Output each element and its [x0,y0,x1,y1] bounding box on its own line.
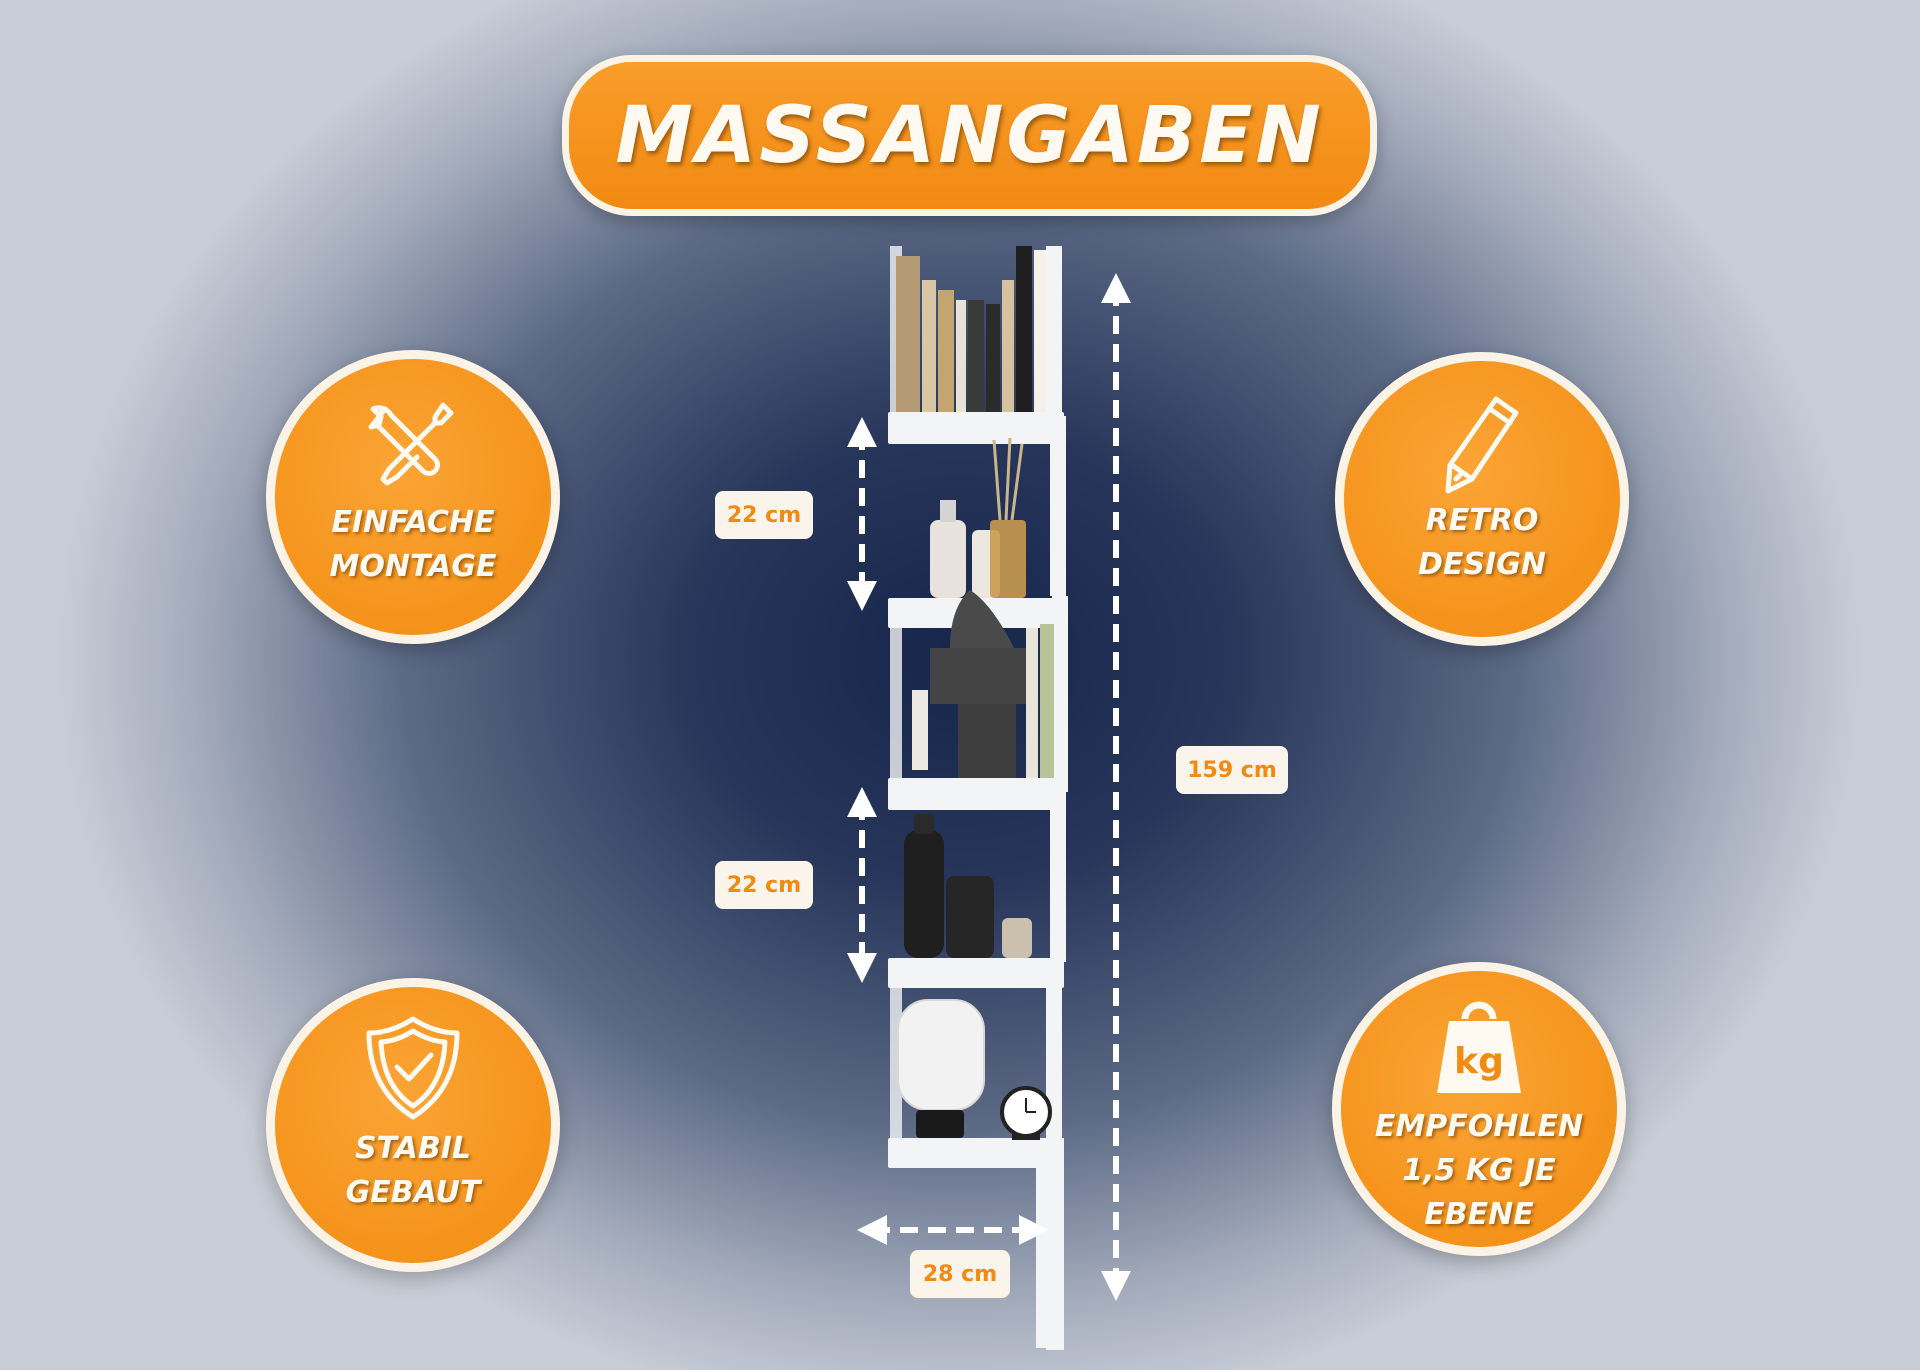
dim-gap-bottom-value: 22 cm [726,872,802,898]
decor-vases [904,814,1032,958]
badge-text-line: DESIGN [1418,547,1546,582]
decor-lamp [912,590,1054,778]
badge-text-line: EBENE [1424,1197,1534,1232]
shelf-board [888,412,1064,444]
dim-label-gap-top: 22 cm [715,491,813,539]
title-banner: MASSANGABEN [562,55,1377,216]
decor-bottles [930,437,1026,598]
weight-icon: kg [1437,1001,1521,1093]
dim-depth-value: 28 cm [922,1261,998,1287]
dim-label-total-height: 159 cm [1176,746,1288,794]
shelf-board [888,958,1064,988]
shelf-board [888,778,1064,810]
badge-text-line: STABIL [354,1131,472,1166]
badge-text-line: RETRO [1425,503,1539,538]
pencil-icon [1445,396,1519,494]
dim-total-height-value: 159 cm [1187,757,1277,783]
page-title: MASSANGABEN [615,90,1324,181]
shield-check-icon [366,1016,460,1120]
shelf-board [888,1138,1064,1168]
dim-gap-top-value: 22 cm [726,502,802,528]
wrench-screwdriver-icon [368,402,454,486]
weight-icon-text: kg [1454,1041,1504,1082]
decor-clock-lamp [897,999,1052,1140]
badge-einfache-montage: EINFACHE MONTAGE [266,350,560,644]
badge-text-line: EINFACHE [331,505,495,540]
badge-text-line: MONTAGE [329,549,497,584]
badge-text-line: 1,5 KG JE [1402,1153,1556,1188]
books-top [896,246,1046,412]
dim-label-depth: 28 cm [910,1250,1010,1298]
badge-retro-design: RETRO DESIGN [1335,352,1629,646]
dim-label-gap-bottom: 22 cm [715,861,813,909]
badge-stabil-gebaut: STABIL GEBAUT [266,978,560,1272]
badge-load-capacity: kg EMPFOHLEN 1,5 KG JE EBENE [1332,962,1626,1256]
badge-text-line: GEBAUT [345,1175,481,1210]
shelf-unit [888,246,1068,1350]
badge-text-line: EMPFOHLEN [1374,1109,1584,1144]
